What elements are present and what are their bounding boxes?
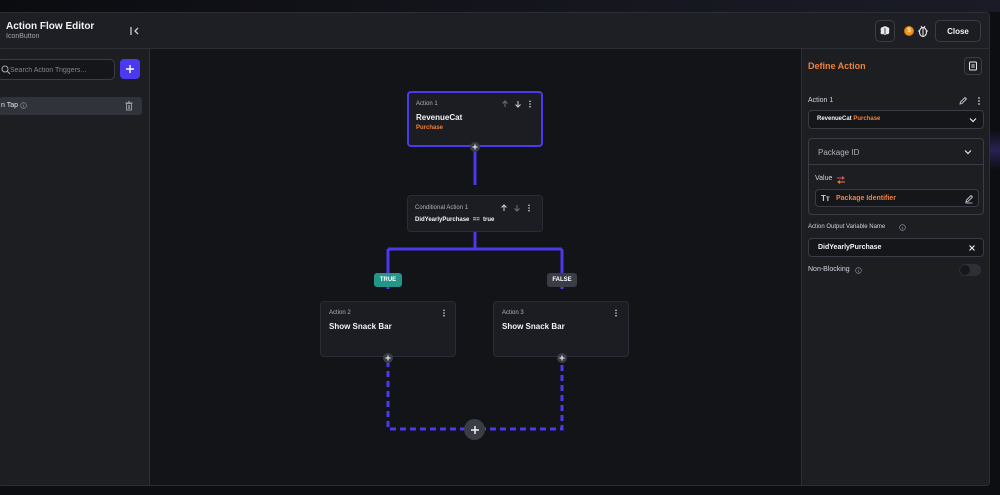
bug-icon[interactable] bbox=[917, 24, 929, 38]
action-1-card[interactable]: Action 1 RevenueCat Purchase bbox=[407, 91, 543, 147]
more-vertical-icon[interactable] bbox=[612, 309, 620, 317]
action-type-select[interactable]: RevenueCat Purchase bbox=[808, 110, 984, 129]
text-type-icon: Tт bbox=[821, 194, 830, 203]
info-icon bbox=[20, 102, 27, 109]
arrow-down-icon[interactable] bbox=[514, 100, 522, 108]
search-box bbox=[0, 59, 115, 80]
action-3-card[interactable]: Action 3 Show Snack Bar bbox=[493, 301, 629, 357]
package-id-section: Package ID Value Tт Package Identifier bbox=[808, 138, 984, 215]
clear-icon[interactable] bbox=[967, 243, 977, 253]
more-vertical-icon[interactable] bbox=[526, 100, 534, 108]
package-id-label: Package ID bbox=[818, 148, 860, 157]
arrow-up-icon[interactable] bbox=[500, 204, 508, 212]
output-var-label: Action Output Variable Name bbox=[808, 224, 886, 230]
action-type-prefix: RevenueCat bbox=[817, 116, 852, 122]
more-vertical-icon[interactable] bbox=[440, 309, 448, 317]
flow-canvas[interactable]: Action 1 RevenueCat Purchase Conditional… bbox=[150, 49, 801, 485]
action-2-title: Show Snack Bar bbox=[329, 322, 392, 331]
false-branch-badge: FALSE bbox=[547, 273, 577, 287]
add-after-action-2-button[interactable] bbox=[383, 353, 393, 363]
value-label: Value bbox=[815, 175, 833, 182]
package-identifier-value: Package Identifier bbox=[836, 195, 896, 202]
header: Action Flow Editor IconButton $ Close bbox=[0, 13, 989, 49]
action-type-suffix: Purchase bbox=[853, 116, 881, 122]
close-button[interactable]: Close bbox=[935, 20, 981, 42]
trash-icon[interactable] bbox=[125, 101, 133, 111]
chevron-down-icon bbox=[964, 150, 972, 155]
document-icon bbox=[969, 61, 977, 71]
edit-icon[interactable] bbox=[964, 194, 974, 204]
edit-icon[interactable] bbox=[958, 96, 968, 106]
non-blocking-label: Non-Blocking bbox=[808, 266, 850, 273]
output-var-input[interactable]: DidYearlyPurchase bbox=[808, 238, 984, 257]
action-flow-editor-window: Action Flow Editor IconButton $ Close bbox=[0, 12, 990, 486]
action-2-card[interactable]: Action 2 Show Snack Bar bbox=[320, 301, 456, 357]
non-blocking-toggle[interactable] bbox=[959, 264, 981, 276]
trigger-item-on-tap[interactable]: n Tap bbox=[0, 97, 142, 115]
conditional-label: Conditional Action 1 bbox=[415, 205, 469, 211]
arrow-down-icon[interactable] bbox=[513, 204, 521, 212]
true-branch-badge: TRUE bbox=[374, 273, 402, 287]
add-trigger-button[interactable] bbox=[120, 59, 140, 79]
action-3-label: Action 3 bbox=[502, 310, 524, 316]
documentation-button[interactable] bbox=[964, 57, 982, 75]
plus-icon bbox=[559, 355, 565, 361]
edge-glow bbox=[990, 130, 1000, 170]
variable-source-icon[interactable] bbox=[836, 175, 846, 185]
plus-icon bbox=[385, 355, 391, 361]
top-strip bbox=[0, 0, 1000, 12]
package-identifier-field[interactable]: Tт Package Identifier bbox=[815, 189, 979, 207]
add-after-action-1-button[interactable] bbox=[470, 142, 480, 152]
output-var-value: DidYearlyPurchase bbox=[818, 244, 882, 251]
define-action-panel: Define Action Action 1 RevenueCat Purcha… bbox=[801, 49, 989, 485]
search-input[interactable] bbox=[10, 63, 110, 77]
conditional-action-card[interactable]: Conditional Action 1 DidYearlyPurchase =… bbox=[407, 195, 543, 232]
arrow-up-icon[interactable] bbox=[501, 100, 509, 108]
action-3-title: Show Snack Bar bbox=[502, 322, 565, 331]
action-2-label: Action 2 bbox=[329, 310, 351, 316]
triggers-panel: n Tap bbox=[0, 49, 150, 485]
action-1-title: RevenueCat bbox=[416, 113, 463, 122]
info-icon bbox=[899, 224, 906, 231]
define-action-title: Define Action bbox=[808, 61, 866, 71]
action-number-label: Action 1 bbox=[808, 97, 834, 104]
brain-icon bbox=[880, 26, 890, 35]
plus-icon bbox=[472, 144, 478, 150]
ai-assist-button[interactable] bbox=[875, 20, 895, 42]
more-vertical-icon[interactable] bbox=[525, 204, 533, 212]
plus-icon bbox=[126, 65, 134, 73]
credits-coin-icon[interactable]: $ bbox=[904, 26, 914, 36]
toggle-knob bbox=[960, 265, 970, 275]
editor-title: Action Flow Editor bbox=[6, 21, 95, 32]
collapse-panel-icon[interactable] bbox=[129, 25, 141, 37]
chevron-down-icon bbox=[969, 118, 977, 123]
trigger-label: n Tap bbox=[1, 102, 18, 109]
action-type-value: RevenueCat Purchase bbox=[817, 116, 880, 122]
plus-icon bbox=[470, 425, 479, 434]
condition-expression: DidYearlyPurchase == true bbox=[415, 217, 495, 223]
more-vertical-icon[interactable] bbox=[974, 96, 984, 106]
package-id-header[interactable]: Package ID bbox=[809, 139, 983, 165]
action-1-subtitle: Purchase bbox=[416, 125, 444, 131]
search-icon bbox=[1, 65, 11, 75]
info-icon bbox=[855, 267, 862, 274]
action-1-label: Action 1 bbox=[416, 101, 438, 107]
add-after-action-3-button[interactable] bbox=[557, 353, 567, 363]
editor-subtitle: IconButton bbox=[6, 33, 40, 40]
add-merge-action-button[interactable] bbox=[464, 419, 485, 440]
